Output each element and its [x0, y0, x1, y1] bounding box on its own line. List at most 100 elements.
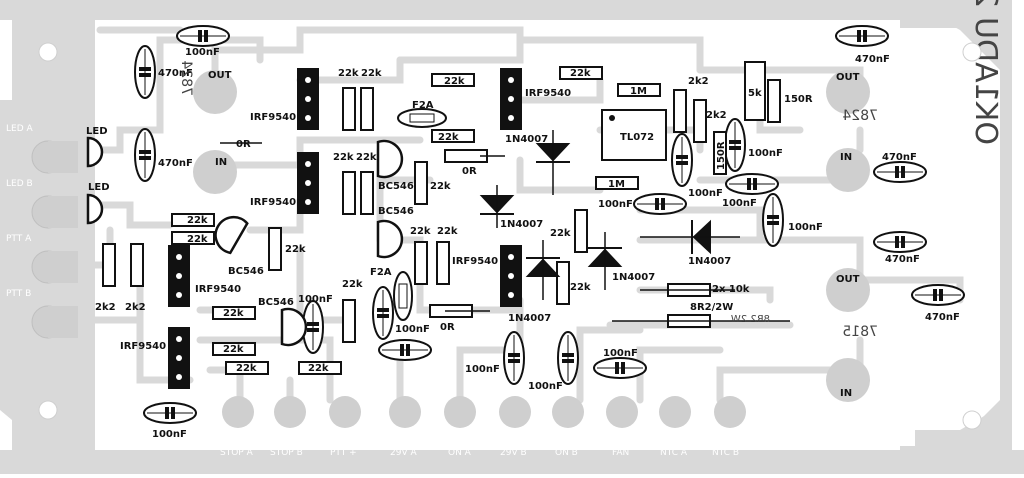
bottom-label-ntc-b: NTC B [712, 448, 739, 458]
bottom-label-ptt-plus: PTT + [330, 448, 357, 458]
cap-c2 [835, 25, 889, 47]
r-22k-l [360, 171, 374, 215]
bjts [214, 139, 404, 347]
cap-v4 [372, 286, 394, 340]
bottom-label-on-a: ON A [448, 448, 472, 458]
resistors [102, 61, 781, 375]
edge-label-led-b: LED B [6, 179, 33, 189]
label-fuse-f1: F2A [412, 100, 434, 111]
r-1m-a [617, 83, 661, 97]
r-22k-k [342, 171, 356, 215]
label-opamp: TL072 [620, 132, 654, 143]
label-c-v8: 100nF [748, 148, 783, 159]
r-22k-r [559, 66, 603, 80]
board-title: OK1ADU 29V [968, 0, 1003, 145]
label-reg-7815: 7815 [842, 324, 878, 340]
r-5k [744, 61, 766, 121]
r-22k-j [360, 87, 374, 131]
cap-c9 [378, 339, 432, 361]
label-22k-j: 22k [361, 68, 382, 79]
cap-c5 [911, 284, 965, 306]
bottom-pads [222, 396, 746, 428]
edge-connector-labels: LED A LED B PTT A PTT B [6, 124, 33, 299]
bottom-label-stop-b: STOP B [270, 448, 303, 458]
cap-v1 [134, 45, 156, 99]
label-22k-h: 22k [342, 279, 363, 290]
label-1m-a: 1M [630, 86, 647, 97]
label-2k2-c: 2k2 [688, 76, 709, 87]
led-a [86, 136, 104, 168]
label-22k-n: 22k [410, 226, 431, 237]
label-c-v2: 470nF [158, 158, 193, 169]
r-150r-a [713, 131, 727, 175]
mounting-holes [38, 42, 982, 430]
fuse-f1 [397, 108, 447, 128]
r-22k-f [225, 361, 269, 375]
r-22k-t [556, 261, 570, 305]
label-mosfet-q2: IRF9540 [250, 197, 296, 208]
label-bjt-t4: BC546 [258, 297, 294, 308]
label-led-a: LED [86, 126, 108, 137]
r-22k-e [212, 342, 256, 356]
r-2k2-c [673, 89, 687, 133]
label-1m-b: 1M [608, 179, 625, 190]
label-diode-d1: 1N4007 [505, 134, 548, 145]
label-fuse-f2: F2A [370, 267, 392, 278]
cap-c7 [725, 173, 779, 195]
label-in-right-top: IN [840, 152, 852, 163]
label-22k-o: 22k [437, 226, 458, 237]
cap-v9 [762, 193, 784, 247]
label-mosfet-q1: IRF9540 [250, 112, 296, 123]
label-22k-s: 22k [550, 228, 571, 239]
label-22k-c: 22k [285, 244, 306, 255]
label-22k-q: 22k [438, 132, 459, 143]
bjt-t4 [280, 307, 308, 347]
label-22k-b: 22k [187, 234, 208, 245]
label-diode-d5: 1N4007 [688, 256, 731, 267]
label-in-left: IN [215, 157, 227, 168]
bottom-label-on-b: ON B [555, 448, 578, 458]
cap-c10 [143, 402, 197, 424]
label-c2: 470nF [855, 54, 890, 65]
label-c5: 470nF [925, 312, 960, 323]
r-22k-p [431, 73, 475, 87]
label-5k: 5k [748, 88, 762, 99]
label-r0-c: 0R [440, 322, 455, 333]
label-22k-e: 22k [223, 344, 244, 355]
label-c4: 470nF [885, 254, 920, 265]
fuse-f2 [393, 271, 413, 321]
r-22k-a [171, 213, 215, 227]
label-bjt-t1: BC546 [378, 181, 414, 192]
label-c10: 100nF [152, 429, 187, 440]
cap-c4 [873, 231, 927, 253]
bjt-t3 [214, 216, 249, 255]
label-c-v6: 100nF [528, 381, 563, 392]
label-8r2-silk: 8R2 2W [731, 314, 770, 325]
label-c-v7: 100nF [688, 188, 723, 199]
label-c-v9: 100nF [788, 222, 823, 233]
mosfet-pins [176, 77, 514, 380]
label-mosfet-q3: IRF9540 [195, 284, 241, 295]
edge-pads-left [31, 140, 78, 339]
r-22k-q [431, 129, 475, 143]
edge-label-led-a: LED A [6, 124, 33, 134]
edge-label-ptt-a: PTT A [6, 234, 32, 244]
fuses [393, 108, 447, 321]
label-c3: 470nF [882, 152, 917, 163]
r-1m-b [595, 176, 639, 190]
label-22k-d: 22k [223, 308, 244, 319]
bottom-label-fan: FAN [612, 448, 629, 458]
r-22k-i [342, 87, 356, 131]
cap-v2 [134, 128, 156, 182]
ic-tl072 [601, 109, 667, 161]
r-150r-b [767, 79, 781, 123]
label-10k: 2x 10k [712, 284, 750, 295]
cap-c1 [176, 25, 230, 47]
label-22k-m: 22k [430, 181, 451, 192]
cap-c3 [873, 161, 927, 183]
r-22k-n [414, 241, 428, 285]
r-2k2-d [693, 99, 707, 143]
